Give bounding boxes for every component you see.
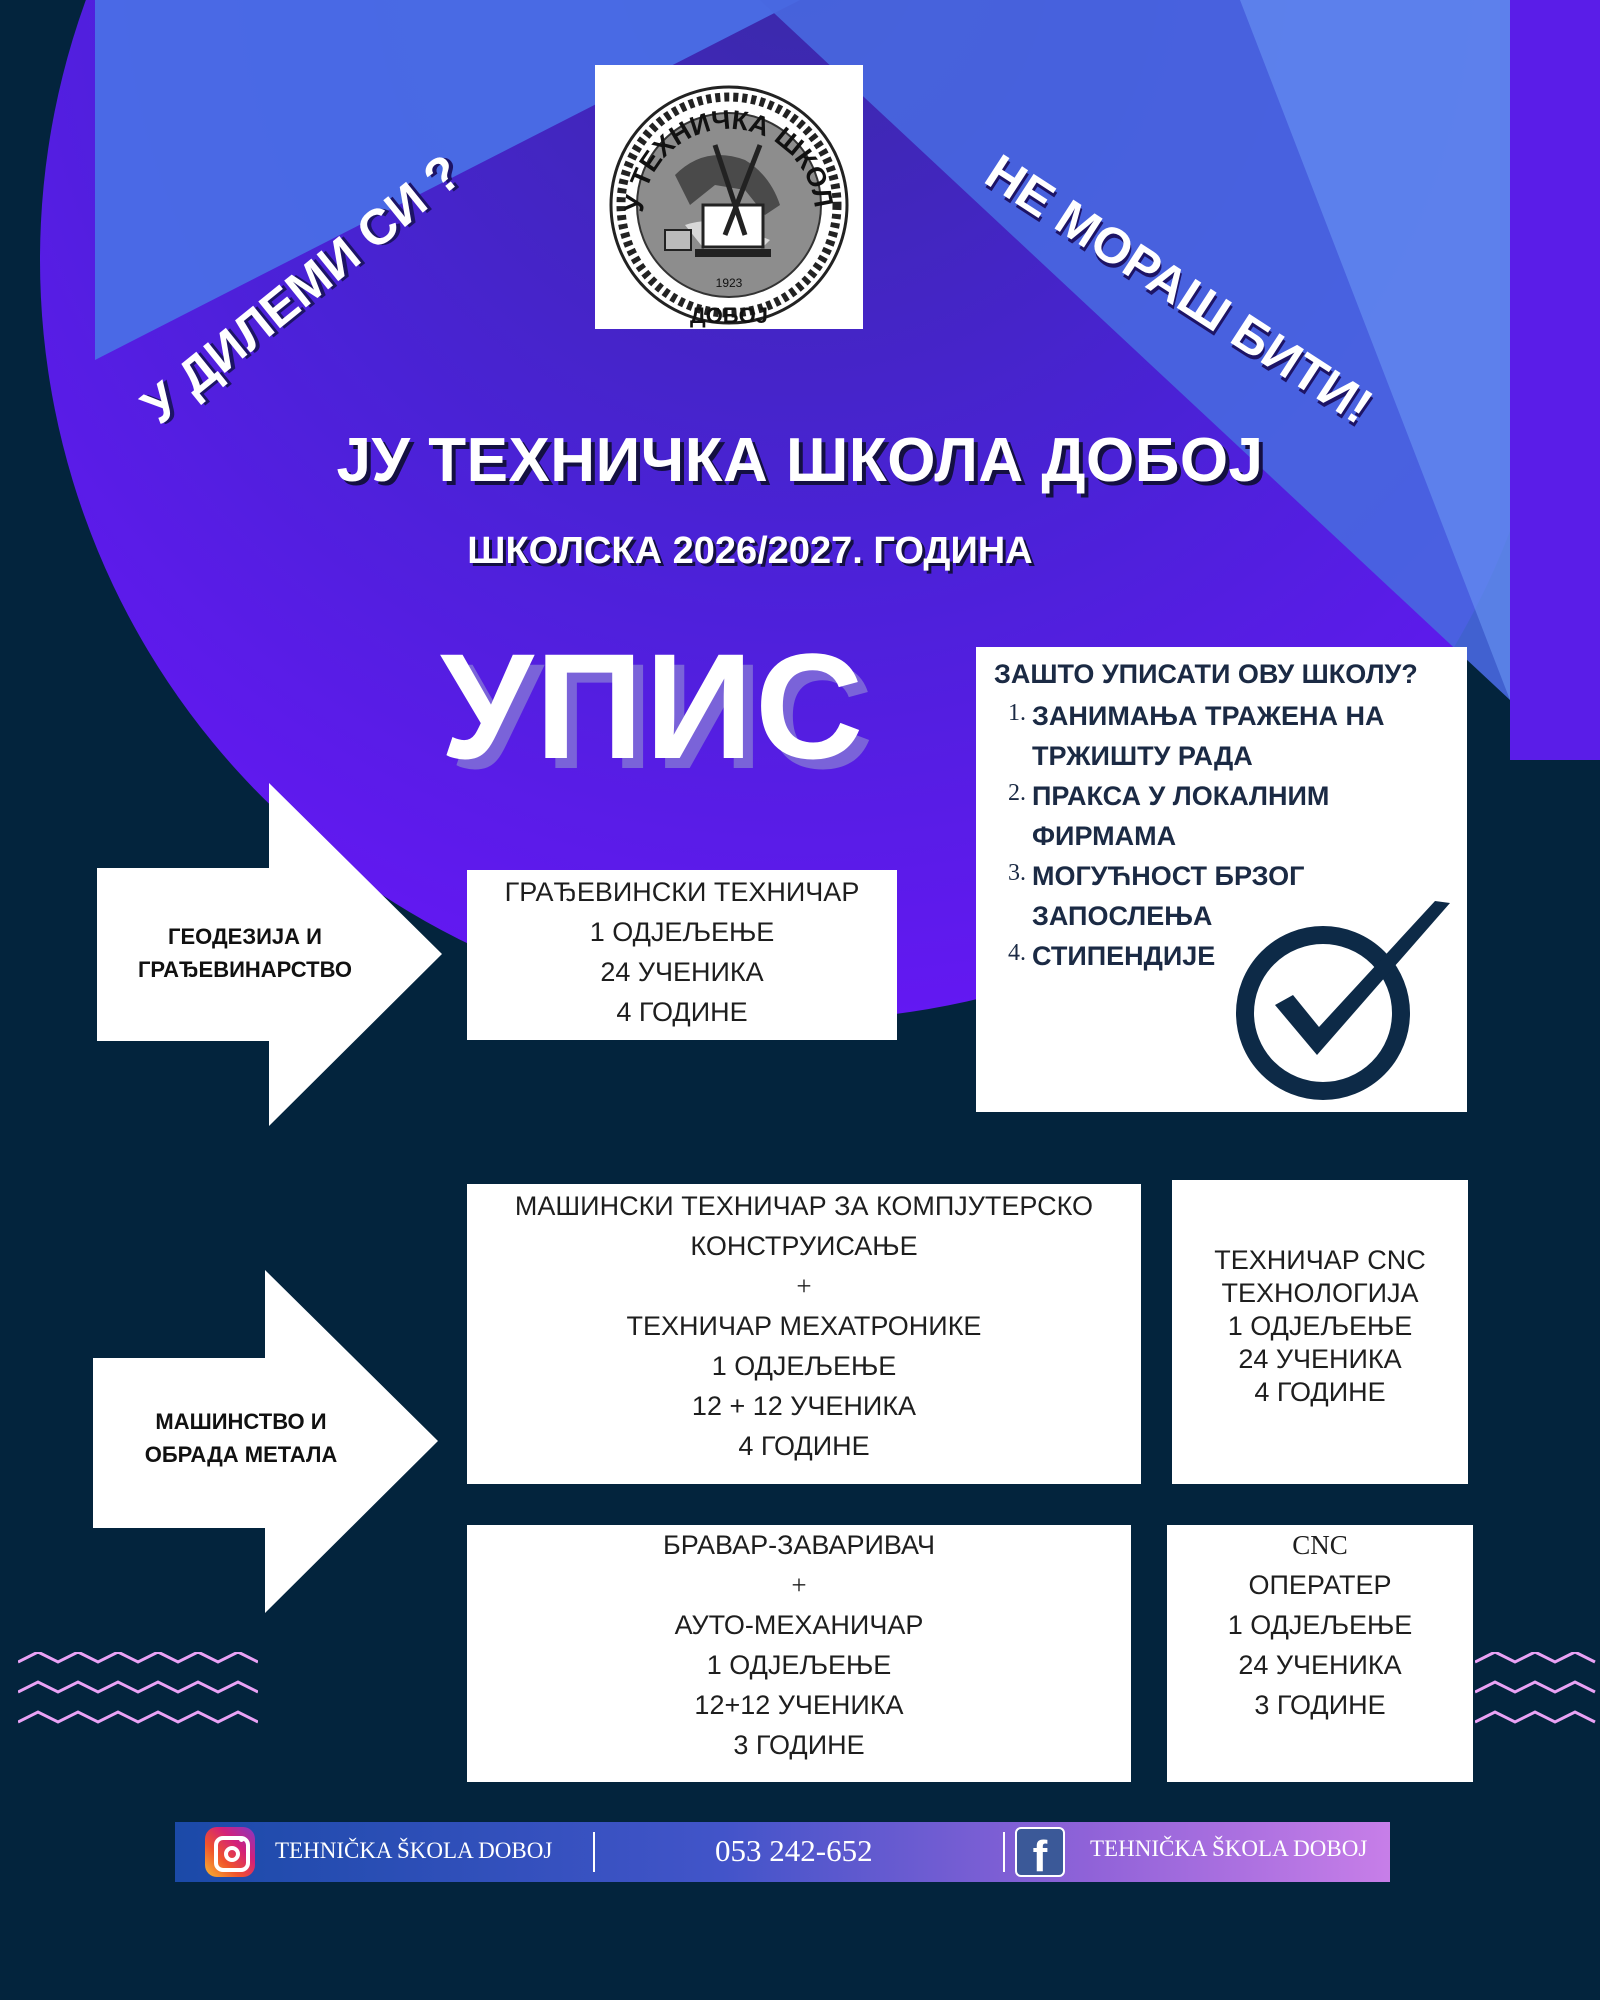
footer-divider — [593, 1832, 595, 1872]
program-line: ГРАЂЕВИНСКИ ТЕХНИЧАР — [504, 877, 860, 907]
program-line: 4 ГОДИНЕ — [616, 997, 748, 1027]
program-line: 1 ОДЈЕЉЕЊЕ — [589, 917, 775, 947]
checkmark-circle-icon — [1236, 901, 1450, 1100]
reason-number: 1. — [1008, 700, 1026, 726]
field-arrow-mechanical — [93, 1270, 438, 1613]
reason-line: ПРАКСА У ЛОКАЛНИМ — [1032, 781, 1330, 811]
program-line: 12 + 12 УЧЕНИКА — [691, 1391, 917, 1421]
reason-text: СТИПЕНДИЈЕ — [1032, 936, 1453, 976]
program-line: 3 ГОДИНЕ — [733, 1730, 865, 1760]
reason-line: СТИПЕНДИЈЕ — [1032, 941, 1216, 971]
reason-item: 2. ПРАКСА У ЛОКАЛНИМ ФИРМАМА — [994, 776, 1453, 856]
reason-text: МОГУЋНОСТ БРЗОГ ЗАПОСЛЕЊА — [1032, 856, 1453, 936]
reason-item: 1. ЗАНИМАЊА ТРАЖЕНА НА ТРЖИШТУ РАДА — [994, 696, 1453, 776]
program-line: МАШИНСКИ ТЕХНИЧАР ЗА КОМПЈУТЕРСКО — [514, 1191, 1094, 1221]
program-line: 4 ГОДИНЕ — [1254, 1377, 1386, 1407]
contact-footer: TEHNIČKA ŠKOLA DOBOJ 053 242-652 f TEHNI… — [175, 1822, 1390, 1882]
program-line: БРАВАР-ЗАВАРИВАЧ — [663, 1530, 935, 1560]
reason-text: ЗАНИМАЊА ТРАЖЕНА НА ТРЖИШТУ РАДА — [1032, 696, 1453, 776]
why-enroll-title: ЗАШТО УПИСАТИ ОВУ ШКОЛУ? — [994, 659, 1418, 689]
school-name-heading: ЈУ ТЕХНИЧКА ШКОЛА ДОБОЈ — [336, 426, 1264, 495]
field-arrow-geodesy — [97, 783, 442, 1126]
program-line: 3 ГОДИНЕ — [1254, 1690, 1386, 1720]
reason-line: ФИРМАМА — [1032, 821, 1177, 851]
field-label-line: ГРАЂЕВИНАРСТВО — [137, 957, 353, 982]
reason-item: 3. МОГУЋНОСТ БРЗОГ ЗАПОСЛЕЊА — [994, 856, 1453, 936]
reason-line: ЗАНИМАЊА ТРАЖЕНА НА — [1032, 701, 1385, 731]
zigzag-decoration-left — [18, 1652, 258, 1724]
school-year-subheading: ШКОЛСКА 2026/2027. ГОДИНА — [467, 530, 1033, 572]
logo-year: 1923 — [716, 276, 743, 290]
why-enroll-panel: ЗАШТО УПИСАТИ ОВУ ШКОЛУ? 1. ЗАНИМАЊА ТРА… — [976, 647, 1467, 1112]
reason-number: 3. — [1008, 860, 1026, 886]
program-line: 4 ГОДИНЕ — [738, 1431, 870, 1461]
instagram-icon[interactable] — [205, 1827, 255, 1877]
phone-number[interactable]: 053 242-652 — [715, 1833, 873, 1868]
reason-line: МОГУЋНОСТ БРЗОГ — [1032, 861, 1305, 891]
program-line: 24 УЧЕНИКА — [1238, 1344, 1402, 1374]
logo-city: ДОБОЈ — [690, 303, 768, 328]
program-card-cnc-technician: ТЕХНИЧАР CNC ТЕХНОЛОГИЈА 1 ОДЈЕЉЕЊЕ 24 У… — [1172, 1180, 1468, 1484]
program-line: CNC — [1292, 1530, 1348, 1560]
program-line: 12+12 УЧЕНИКА — [694, 1690, 904, 1720]
facebook-handle[interactable]: TEHNIČKA ŠKOLA DOBOJ — [1090, 1836, 1368, 1861]
reason-line: ТРЖИШТУ РАДА — [1032, 741, 1253, 771]
reason-text: ПРАКСА У ЛОКАЛНИМ ФИРМАМА — [1032, 776, 1453, 856]
program-line: 1 ОДЈЕЉЕЊЕ — [1227, 1610, 1413, 1640]
field-label-geodesy: ГЕОДЕЗИЈА И ГРАЂЕВИНАРСТВО — [110, 920, 380, 986]
enrollment-heading: УПИС — [440, 622, 866, 790]
program-line: ТЕХНИЧАР CNC — [1214, 1245, 1426, 1275]
reason-item: 4. СТИПЕНДИЈЕ — [994, 936, 1453, 976]
facebook-icon[interactable]: f — [1015, 1827, 1065, 1881]
reason-number: 2. — [1008, 780, 1026, 806]
program-line: ТЕХНОЛОГИЈА — [1221, 1278, 1419, 1308]
footer-divider — [1003, 1832, 1005, 1872]
program-line: 24 УЧЕНИКА — [1238, 1650, 1402, 1680]
program-line: 1 ОДЈЕЉЕЊЕ — [706, 1650, 892, 1680]
program-line: 1 ОДЈЕЉЕЊЕ — [1227, 1311, 1413, 1341]
program-card-civil-technician: ГРАЂЕВИНСКИ ТЕХНИЧАР 1 ОДЈЕЉЕЊЕ 24 УЧЕНИ… — [467, 870, 897, 1040]
program-line: АУТО-МЕХАНИЧАР — [674, 1610, 924, 1640]
program-line: КОНСТРУИСАЊЕ — [690, 1231, 918, 1261]
field-label-line: ГЕОДЕЗИЈА И — [168, 924, 322, 949]
instagram-handle[interactable]: TEHNIČKA ŠKOLA DOBOJ — [275, 1838, 553, 1863]
field-label-mechanical: МАШИНСТВО И ОБРАДА МЕТАЛА — [106, 1405, 376, 1471]
program-line: ТЕХНИЧАР МЕХАТРОНИКЕ — [626, 1311, 982, 1341]
program-card-mechanical-mechatronics: МАШИНСКИ ТЕХНИЧАР ЗА КОМПЈУТЕРСКО КОНСТР… — [467, 1184, 1141, 1484]
program-line: ОПЕРАТЕР — [1248, 1570, 1392, 1600]
reason-list: 1. ЗАНИМАЊА ТРАЖЕНА НА ТРЖИШТУ РАДА 2. П… — [994, 696, 1453, 976]
program-line: + — [796, 1271, 812, 1301]
school-logo: ЈУ ТЕХНИЧКА ШКОЛА 1923 ДОБОЈ — [585, 41, 863, 329]
program-line: + — [791, 1570, 807, 1600]
program-card-cnc-operator: CNC ОПЕРАТЕР 1 ОДЈЕЉЕЊЕ 24 УЧЕНИКА 3 ГОД… — [1167, 1525, 1473, 1782]
field-label-line: ОБРАДА МЕТАЛА — [144, 1442, 338, 1467]
zigzag-decoration-right — [1475, 1652, 1596, 1724]
program-line: 1 ОДЈЕЉЕЊЕ — [711, 1351, 897, 1381]
program-line: 24 УЧЕНИКА — [600, 957, 764, 987]
program-card-welder-mechanic: БРАВАР-ЗАВАРИВАЧ + АУТО-МЕХАНИЧАР 1 ОДЈЕ… — [467, 1525, 1131, 1782]
reason-line: ЗАПОСЛЕЊА — [1032, 901, 1213, 931]
reason-number: 4. — [1008, 940, 1026, 966]
field-label-line: МАШИНСТВО И — [155, 1409, 327, 1434]
